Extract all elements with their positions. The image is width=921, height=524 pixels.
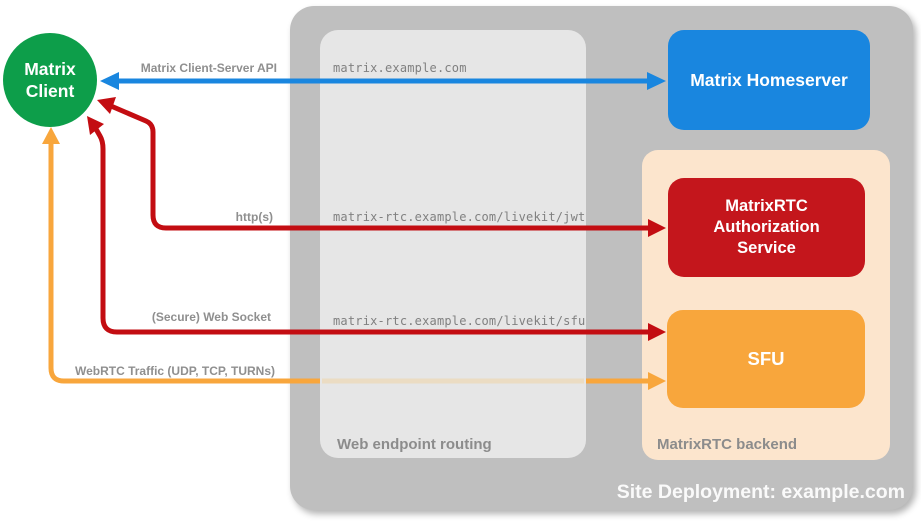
webrtc-arrowhead-up-icon [42,127,60,144]
http-edge-label: http(s) [235,210,273,224]
client-server-api-edge-label: Matrix Client-Server API [140,61,277,75]
matrix-client-node: Matrix Client [3,33,97,127]
matrixrtc-authorization-service-node: MatrixRTC Authorization Service [668,178,865,277]
sfu-label: SFU [747,348,785,369]
matrix-client-label: Matrix Client [24,59,76,101]
client-server-api-arrowhead-left-icon [100,72,119,90]
site-deployment-label: Site Deployment: example.com [616,481,905,503]
matrix-homeserver-label: Matrix Homeserver [690,69,848,90]
web-endpoint-routing-label: Web endpoint routing [337,436,492,453]
matrixrtc-authorization-service-label: MatrixRTC Authorization Service [713,197,820,257]
matrixrtc-backend-label: MatrixRTC backend [657,436,798,453]
webrtc-edge-label: WebRTC Traffic (UDP, TCP, TURNs) [74,364,275,378]
sfu-node: SFU [667,310,865,408]
route-jwt-url: matrix-rtc.example.com/livekit/jwt [333,210,586,224]
web-endpoint-routing-container [320,30,586,458]
websocket-edge-label: (Secure) Web Socket [151,310,271,324]
route-sfu-url: matrix-rtc.example.com/livekit/sfu [333,314,586,328]
matrix-homeserver-node: Matrix Homeserver [668,30,870,130]
http-arrowhead-client-icon [97,97,116,114]
route-homeserver-url: matrix.example.com [333,61,467,75]
websocket-arrowhead-client-icon [87,116,104,135]
